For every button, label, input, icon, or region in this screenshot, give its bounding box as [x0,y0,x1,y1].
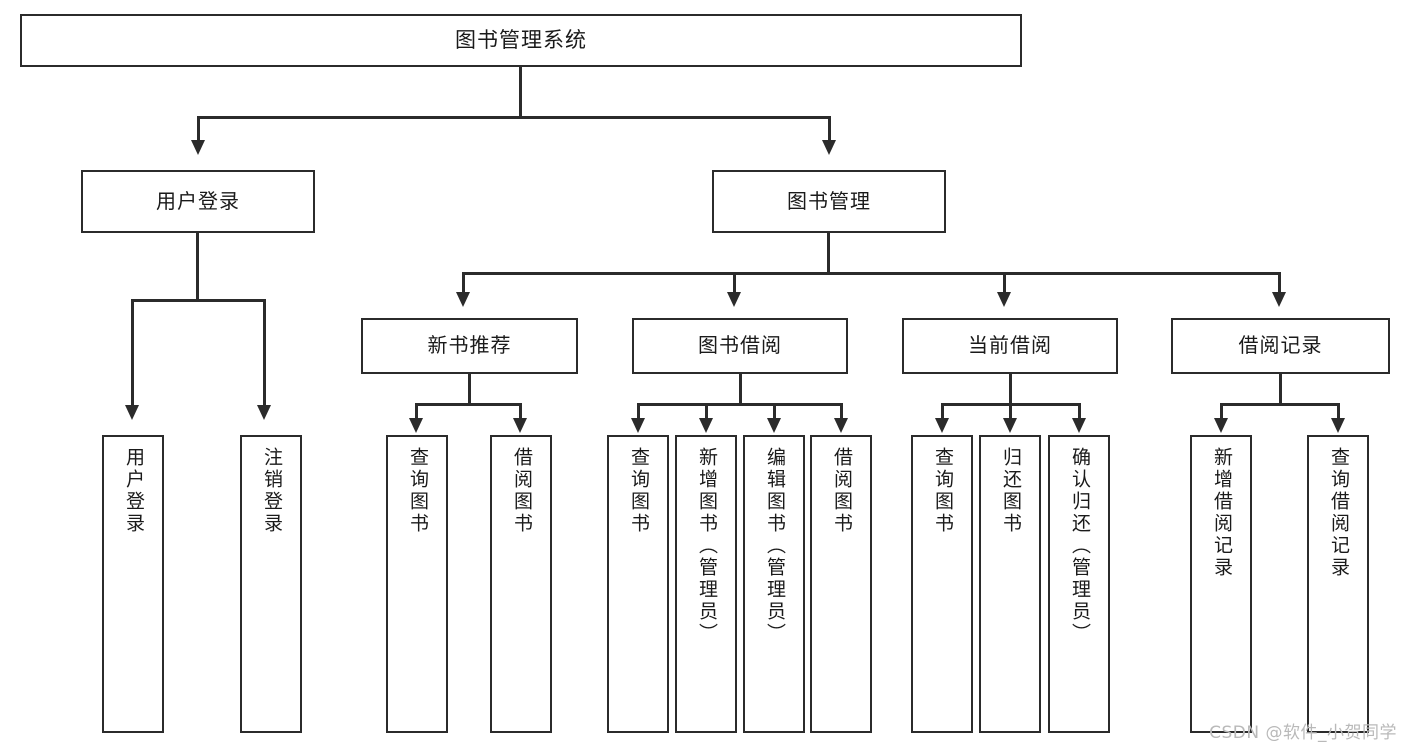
connector-br-drop-1 [1220,403,1223,419]
connector-user-login-drop-1 [131,299,134,407]
connector-root-stem [519,67,522,117]
arrow-to-new-book-rec [456,292,470,307]
arrow-to-leaf-query-book-1 [409,418,423,433]
connector-nbr-drop-2 [519,403,522,419]
connector-bm-drop-1 [462,272,465,294]
connector-bb-bus [637,403,843,406]
arrow-to-leaf-borrow-book-2 [834,418,848,433]
arrow-to-leaf-edit-book [767,418,781,433]
connector-bb-stem [739,374,742,405]
connector-bb-drop-2 [705,403,708,419]
connector-cb-drop-1 [941,403,944,419]
connector-book-manage-bus [462,272,1281,275]
connector-bb-drop-4 [840,403,843,419]
node-leaf-user-login[interactable]: 用户登录 [102,435,164,733]
arrow-to-leaf-confirm-return [1072,418,1086,433]
node-label: 查询借阅记录 [1327,447,1350,579]
node-leaf-query-record[interactable]: 查询借阅记录 [1307,435,1369,733]
arrow-to-leaf-user-logout [257,405,271,420]
arrow-to-leaf-return-book [1003,418,1017,433]
node-label: 查询图书 [406,447,429,535]
node-root-system[interactable]: 图书管理系统 [20,14,1022,67]
node-leaf-edit-book[interactable]: 编辑图书（管理员） [743,435,805,733]
connector-user-login-drop-2 [263,299,266,407]
node-label: 借阅图书 [830,447,853,535]
node-label: 编辑图书（管理员） [763,447,786,645]
connector-cb-drop-3 [1078,403,1081,419]
connector-book-manage-stem [827,233,830,274]
node-label: 用户登录 [122,447,145,535]
connector-bm-drop-2 [733,272,736,294]
node-label: 借阅记录 [1238,333,1323,358]
arrow-to-leaf-add-book [699,418,713,433]
arrow-to-current-borrow [997,292,1011,307]
connector-bm-drop-4 [1278,272,1281,294]
connector-root-drop-left [197,116,200,142]
node-label: 新增图书（管理员） [695,447,718,645]
node-book-manage[interactable]: 图书管理 [712,170,946,233]
connector-user-login-bus [131,299,266,302]
arrow-to-borrow-record [1272,292,1286,307]
node-book-borrow[interactable]: 图书借阅 [632,318,848,374]
arrow-to-user-login [191,140,205,155]
node-borrow-record[interactable]: 借阅记录 [1171,318,1390,374]
node-current-borrow[interactable]: 当前借阅 [902,318,1118,374]
connector-cb-drop-2 [1009,403,1012,419]
arrow-to-book-borrow [727,292,741,307]
connector-nbr-bus [415,403,522,406]
node-label: 确认归还（管理员） [1068,447,1091,645]
node-label: 图书借阅 [698,333,782,358]
node-leaf-query-book-3[interactable]: 查询图书 [911,435,973,733]
node-label: 借阅图书 [510,447,533,535]
node-label: 归还图书 [999,447,1022,535]
node-label: 当前借阅 [968,333,1052,358]
node-leaf-borrow-book-1[interactable]: 借阅图书 [490,435,552,733]
arrow-to-book-manage [822,140,836,155]
connector-bb-drop-1 [637,403,640,419]
connector-root-bus [197,116,831,119]
connector-bb-drop-3 [773,403,776,419]
arrow-to-leaf-query-record [1331,418,1345,433]
node-leaf-return-book[interactable]: 归还图书 [979,435,1041,733]
node-leaf-query-book-2[interactable]: 查询图书 [607,435,669,733]
node-leaf-add-book[interactable]: 新增图书（管理员） [675,435,737,733]
csdn-watermark: CSDN @软件_小贺同学 [1209,723,1397,743]
node-label: 图书管理 [787,188,871,213]
node-label: 图书管理系统 [455,28,587,53]
node-label: 查询图书 [627,447,650,535]
node-label: 新书推荐 [427,333,512,358]
node-new-book-rec[interactable]: 新书推荐 [361,318,578,374]
node-leaf-confirm-return[interactable]: 确认归还（管理员） [1048,435,1110,733]
connector-root-drop-right [828,116,831,142]
arrow-to-leaf-borrow-book-1 [513,418,527,433]
connector-br-bus [1220,403,1340,406]
node-label: 新增借阅记录 [1210,447,1233,579]
connector-br-drop-2 [1337,403,1340,419]
node-label: 查询图书 [931,447,954,535]
arrow-to-leaf-add-record [1214,418,1228,433]
node-label: 用户登录 [156,188,240,213]
connector-nbr-drop-1 [415,403,418,419]
connector-bm-drop-3 [1003,272,1006,294]
connector-nbr-stem [468,374,471,405]
node-leaf-add-record[interactable]: 新增借阅记录 [1190,435,1252,733]
node-user-login[interactable]: 用户登录 [81,170,315,233]
arrow-to-leaf-query-book-2 [631,418,645,433]
node-leaf-borrow-book-2[interactable]: 借阅图书 [810,435,872,733]
node-leaf-user-logout[interactable]: 注销登录 [240,435,302,733]
node-label: 注销登录 [260,447,283,535]
connector-cb-stem [1009,374,1012,405]
connector-br-stem [1279,374,1282,405]
arrow-to-leaf-user-login [125,405,139,420]
connector-user-login-stem [196,233,199,300]
node-leaf-query-book-1[interactable]: 查询图书 [386,435,448,733]
arrow-to-leaf-query-book-3 [935,418,949,433]
